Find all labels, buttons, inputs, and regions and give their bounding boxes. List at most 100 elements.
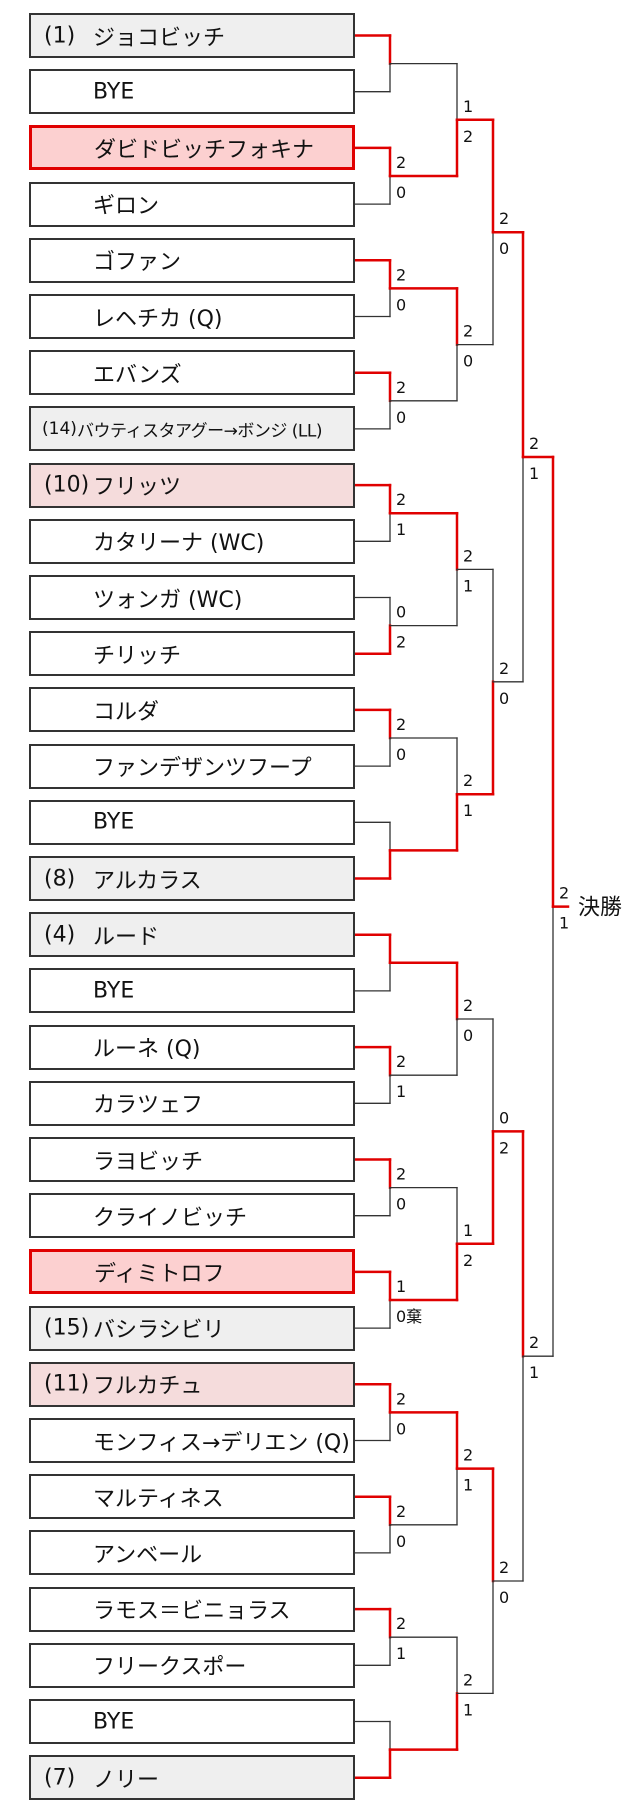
match-score-top: 2 xyxy=(559,884,569,903)
player-name: バウティスタアグー→ボンジ (LL) xyxy=(77,421,323,442)
player-name: ツォンガ (WC) xyxy=(93,587,243,613)
match-score-bottom: 0 xyxy=(396,295,406,314)
player-slot: アンベール xyxy=(29,1530,355,1576)
match-score-bottom: 1 xyxy=(463,1700,473,1719)
match-score-bottom: 0 xyxy=(499,1588,509,1607)
player-name: エバンズ xyxy=(93,362,182,388)
match-score-top: 2 xyxy=(396,1165,406,1184)
player-slot: ギロン xyxy=(29,181,355,227)
match-score-bottom: 0 xyxy=(396,1419,406,1438)
player-slot: カラツェフ xyxy=(29,1080,355,1126)
player-slot: マルティネス xyxy=(29,1474,355,1520)
player-slot: (10)フリッツ xyxy=(29,462,355,508)
player-name: モンフィス→デリエン (Q) xyxy=(93,1430,350,1456)
player-name: ノリー xyxy=(93,1767,160,1793)
player-seed: (14) xyxy=(42,418,77,439)
player-slot: (1)ジョコビッチ xyxy=(29,13,355,58)
player-slot: クライノビッチ xyxy=(29,1193,355,1239)
match-score-bottom: 0 xyxy=(396,745,406,764)
player-slot: フリークスポー xyxy=(29,1642,355,1688)
player-slot: BYE xyxy=(29,968,355,1014)
match-score-bottom: 0 xyxy=(499,239,509,258)
player-seed: (1) xyxy=(44,23,76,48)
match-score-top: 2 xyxy=(396,1502,406,1521)
player-name: ゴファン xyxy=(93,250,182,276)
match-score-bottom: 0 xyxy=(499,689,509,708)
match-score-top: 2 xyxy=(499,209,509,228)
match-score-bottom: 1 xyxy=(529,464,539,483)
match-score-top: 2 xyxy=(396,153,406,172)
player-slot: エバンズ xyxy=(29,350,355,396)
match-score-bottom: 0 xyxy=(396,1532,406,1551)
player-name: チリッチ xyxy=(93,643,182,669)
player-slot: ディミトロフ xyxy=(29,1249,355,1295)
final-label: 決勝 xyxy=(578,896,622,921)
player-name: BYE xyxy=(93,809,135,835)
match-score-bottom: 2 xyxy=(463,1251,473,1270)
match-score-bottom: 0 xyxy=(463,1026,473,1045)
match-score-top: 2 xyxy=(529,434,539,453)
player-seed: (15) xyxy=(44,1315,90,1341)
player-name: フルカチュ xyxy=(93,1374,203,1400)
player-name: BYE xyxy=(93,1709,135,1734)
player-seed: (10) xyxy=(44,472,90,498)
player-slot: チリッチ xyxy=(29,631,355,677)
match-score-top: 2 xyxy=(396,265,406,284)
player-slot: BYE xyxy=(29,799,355,845)
match-score-top: 1 xyxy=(463,1221,473,1240)
player-name: ルード xyxy=(93,924,160,950)
match-score-bottom: 0 xyxy=(396,1195,406,1214)
player-slot: レヘチカ (Q) xyxy=(29,294,355,339)
match-score-top: 2 xyxy=(463,771,473,790)
match-score-bottom: 1 xyxy=(396,1644,406,1663)
match-score-top: 2 xyxy=(499,1558,509,1577)
player-slot: (11)フルカチュ xyxy=(29,1361,355,1407)
player-slot: (7)ノリー xyxy=(29,1755,355,1801)
match-score-top: 2 xyxy=(463,1446,473,1465)
match-score-top: 2 xyxy=(463,996,473,1015)
player-name: フリークスポー xyxy=(93,1655,247,1681)
match-score-top: 2 xyxy=(499,659,509,678)
player-slot: ファンデザンツフープ xyxy=(29,743,355,789)
player-name: カタリーナ (WC) xyxy=(93,531,265,557)
player-name: カラツェフ xyxy=(93,1093,204,1119)
player-name: BYE xyxy=(93,79,135,105)
match-score-top: 2 xyxy=(396,715,406,734)
match-score-top: 1 xyxy=(463,97,473,116)
match-score-top: 2 xyxy=(529,1333,539,1352)
player-name: ギロン xyxy=(93,194,160,220)
player-name: ディミトロフ xyxy=(94,1261,225,1287)
match-score-bottom: 1 xyxy=(396,520,406,539)
player-slot: (4)ルード xyxy=(29,912,355,958)
match-score-bottom: 2 xyxy=(499,1138,509,1157)
match-score-bottom: 1 xyxy=(396,1082,406,1101)
match-score-bottom: 1 xyxy=(463,1476,473,1495)
match-score-top: 0 xyxy=(396,603,406,622)
player-slot: コルダ xyxy=(29,687,355,733)
match-score-bottom: 0棄 xyxy=(396,1307,422,1326)
match-score-top: 2 xyxy=(396,1389,406,1408)
player-name: アンベール xyxy=(93,1542,203,1568)
match-score-top: 2 xyxy=(396,1614,406,1633)
player-name: アルカラス xyxy=(93,868,202,894)
player-slot: (15)バシラシビリ xyxy=(29,1305,355,1351)
player-slot: ダビドビッチフォキナ xyxy=(29,125,355,171)
player-slot: ゴファン xyxy=(29,237,355,283)
match-score-top: 2 xyxy=(396,1052,406,1071)
match-score-bottom: 0 xyxy=(396,183,406,202)
match-score-bottom: 1 xyxy=(463,801,473,820)
match-score-top: 2 xyxy=(463,1670,473,1689)
player-slot: BYE xyxy=(29,1699,355,1744)
match-score-bottom: 1 xyxy=(463,576,473,595)
player-name: マルティネス xyxy=(93,1486,224,1512)
player-name: コルダ xyxy=(93,699,160,725)
player-name: ダビドビッチフォキナ xyxy=(94,137,315,163)
match-score-bottom: 1 xyxy=(559,914,569,933)
player-slot: BYE xyxy=(29,69,355,115)
player-slot: ツォンガ (WC) xyxy=(29,575,355,620)
match-score-top: 1 xyxy=(396,1277,406,1296)
player-slot: ラモス＝ビニョラス xyxy=(29,1586,355,1632)
player-slot: モンフィス→デリエン (Q) xyxy=(29,1418,355,1463)
player-slot: (8)アルカラス xyxy=(29,856,355,901)
match-score-bottom: 2 xyxy=(463,127,473,146)
